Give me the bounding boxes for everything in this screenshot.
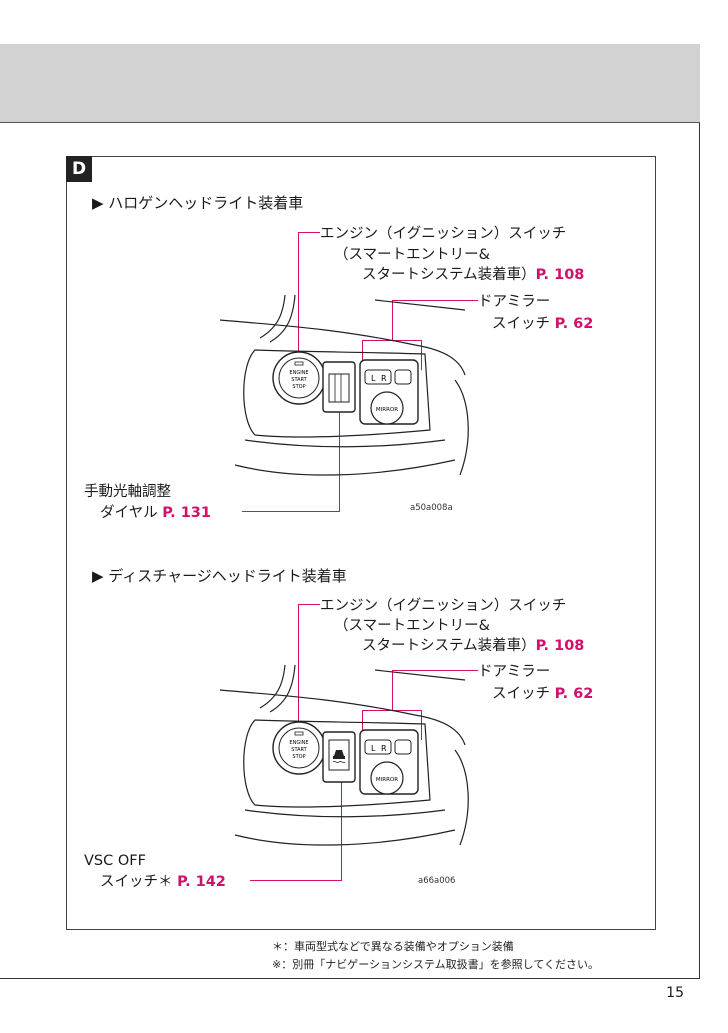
halogen-right-text: R bbox=[381, 374, 387, 383]
halogen-start-text: START bbox=[291, 377, 307, 383]
halogen-engine-ref[interactable]: P. 108 bbox=[535, 267, 585, 283]
discharge-mirror-text: MIRROR bbox=[376, 777, 398, 783]
halogen-engine-label-3: スタートシステム装着車）P. 108 bbox=[362, 266, 584, 284]
discharge-mirror-leader-v bbox=[392, 670, 393, 710]
halogen-dashboard-illustration: ENGINE START STOP L R MIRROR bbox=[219, 294, 469, 476]
discharge-mirror-label-2-text: スイッチ bbox=[492, 686, 550, 702]
discharge-vsc-asterisk: ＊ bbox=[158, 874, 173, 890]
discharge-vsc-leader-h bbox=[250, 880, 342, 881]
halogen-heading: ▶ ハロゲンヘッドライト装着車 bbox=[92, 194, 304, 212]
halogen-dial-ref[interactable]: P. 131 bbox=[162, 505, 211, 521]
header-band bbox=[0, 44, 700, 123]
discharge-image-code: a66a006 bbox=[418, 876, 456, 886]
footnote-2: ※：別冊「ナビゲーションシステム取扱書」を参照してください。 bbox=[272, 958, 600, 971]
halogen-dial-leader-h bbox=[242, 511, 340, 512]
halogen-engine-leader-v bbox=[298, 232, 299, 356]
discharge-vsc-leader-v bbox=[341, 760, 342, 881]
page-number: 15 bbox=[666, 985, 684, 1001]
discharge-engine-leader-v bbox=[298, 604, 299, 728]
halogen-dial-panel bbox=[322, 361, 356, 413]
halogen-mirror-leader-right bbox=[421, 340, 422, 370]
discharge-mirror-label-2: スイッチ P. 62 bbox=[492, 685, 593, 703]
halogen-dial-label-2-text: ダイヤル bbox=[100, 505, 158, 521]
discharge-engine-leader-h bbox=[298, 604, 320, 605]
halogen-mirror-ref[interactable]: P. 62 bbox=[554, 316, 594, 332]
halogen-dial-label-2: ダイヤル P. 131 bbox=[100, 504, 211, 522]
halogen-left-text: L bbox=[371, 374, 376, 383]
halogen-engine-text: ENGINE bbox=[289, 370, 308, 376]
halogen-stop-text: STOP bbox=[292, 384, 305, 390]
discharge-mirror-leader-right bbox=[421, 710, 422, 740]
discharge-vsc-ref[interactable]: P. 142 bbox=[177, 874, 226, 890]
discharge-vsc-label-2-text: スイッチ bbox=[100, 874, 158, 890]
discharge-heading: ▶ ディスチャージヘッドライト装着車 bbox=[92, 567, 347, 585]
discharge-mirror-label-1: ドアミラー bbox=[478, 664, 551, 680]
halogen-engine-button: ENGINE START STOP bbox=[272, 351, 326, 405]
discharge-dashboard-illustration: ENGINE START STOP L R MIRROR bbox=[219, 664, 469, 846]
halogen-engine-label-3-text: スタートシステム装着車） bbox=[362, 267, 536, 283]
halogen-image-code: a50a008a bbox=[410, 503, 453, 513]
discharge-engine-text: ENGINE bbox=[289, 740, 308, 746]
halogen-mirror-leader-left bbox=[362, 340, 363, 370]
discharge-mirror-leader-left bbox=[362, 710, 363, 740]
discharge-engine-label-3: スタートシステム装着車）P. 108 bbox=[362, 637, 584, 655]
halogen-mirror-text: MIRROR bbox=[376, 407, 398, 413]
discharge-vsc-label-2: スイッチ＊ P. 142 bbox=[100, 873, 226, 891]
content-box bbox=[66, 156, 656, 930]
halogen-engine-label-1: エンジン（イグニッション）スイッチ bbox=[320, 226, 567, 242]
halogen-engine-leader-h bbox=[298, 232, 320, 233]
discharge-vsc-panel bbox=[322, 731, 356, 783]
halogen-dial-leader-v bbox=[339, 388, 340, 512]
discharge-engine-label-3-text: スタートシステム装着車） bbox=[362, 638, 536, 654]
discharge-mirror-leader-h bbox=[392, 670, 478, 671]
discharge-vsc-label-1: VSC OFF bbox=[84, 853, 146, 869]
footnote-1: ＊：車両型式などで異なる装備やオプション装備 bbox=[272, 940, 514, 953]
discharge-mirror-panel: L R MIRROR bbox=[359, 729, 419, 795]
discharge-left-text: L bbox=[371, 744, 376, 753]
discharge-engine-label-1: エンジン（イグニッション）スイッチ bbox=[320, 598, 567, 614]
discharge-stop-text: STOP bbox=[292, 754, 305, 760]
halogen-engine-label-2: （スマートエントリー& bbox=[334, 247, 490, 263]
discharge-engine-button: ENGINE START STOP bbox=[272, 721, 326, 775]
halogen-mirror-panel: L R MIRROR bbox=[359, 359, 419, 425]
discharge-engine-label-2: （スマートエントリー& bbox=[334, 618, 490, 634]
halogen-dial-label-1: 手動光軸調整 bbox=[84, 484, 171, 500]
section-badge: D bbox=[66, 156, 92, 182]
halogen-mirror-leader-h bbox=[392, 300, 478, 301]
halogen-mirror-leader-v bbox=[392, 300, 393, 340]
discharge-mirror-ref[interactable]: P. 62 bbox=[554, 686, 594, 702]
discharge-start-text: START bbox=[291, 747, 307, 753]
halogen-mirror-label-1: ドアミラー bbox=[478, 294, 551, 310]
discharge-right-text: R bbox=[381, 744, 387, 753]
discharge-engine-ref[interactable]: P. 108 bbox=[535, 638, 585, 654]
halogen-mirror-label-2: スイッチ P. 62 bbox=[492, 315, 593, 333]
halogen-mirror-label-2-text: スイッチ bbox=[492, 316, 550, 332]
vsc-car-icon bbox=[333, 750, 345, 759]
